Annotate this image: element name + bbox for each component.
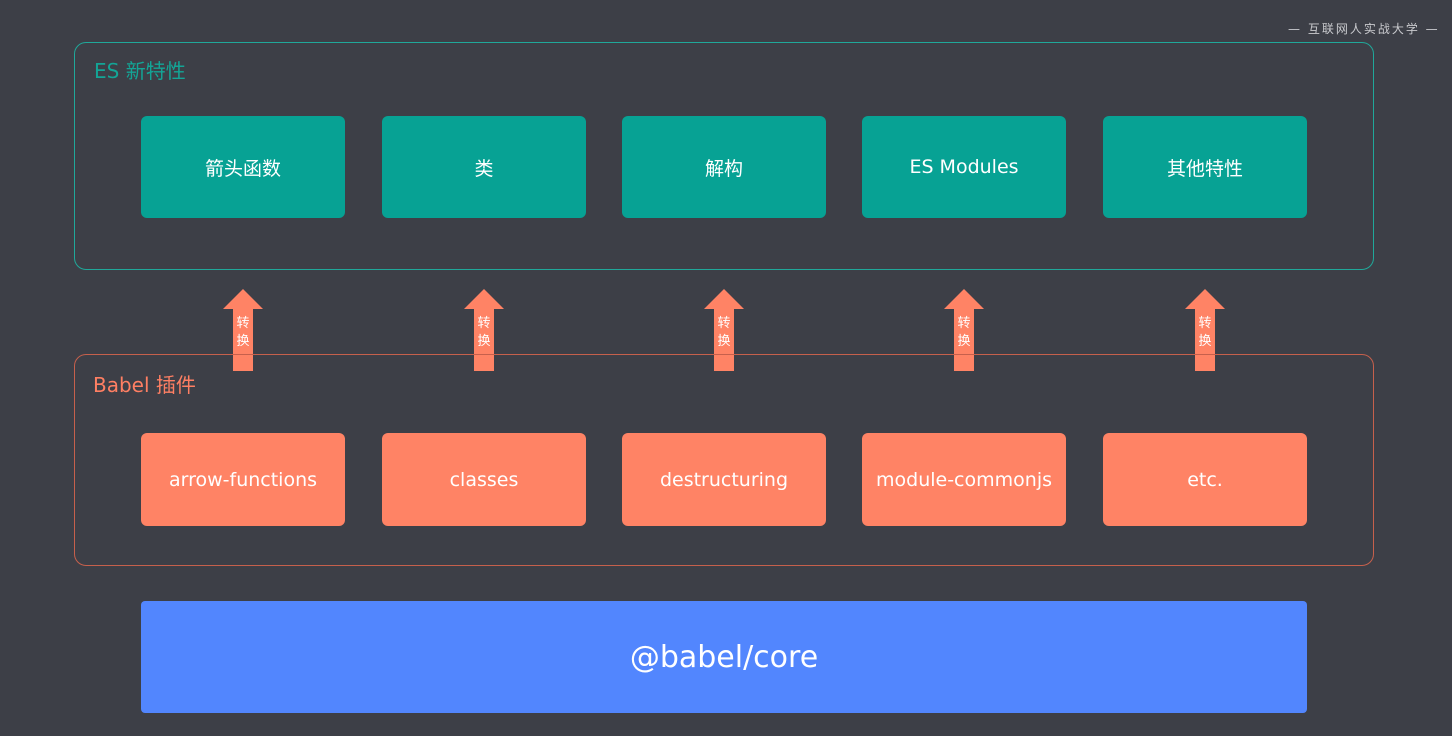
transform-label-line2: 换: [717, 334, 731, 349]
transform-label-line1: 转: [236, 316, 250, 331]
feature-others: 其他特性: [1103, 116, 1307, 218]
up-arrow-icon: [1185, 289, 1225, 371]
transform-label: 转 换: [464, 315, 504, 351]
plugin-etc: etc.: [1103, 433, 1307, 526]
transform-label: 转 换: [944, 315, 984, 351]
transform-arrow: 转 换: [944, 289, 984, 371]
up-arrow-icon: [464, 289, 504, 371]
transform-label: 转 换: [223, 315, 263, 351]
transform-arrow: 转 换: [704, 289, 744, 371]
plugin-classes: classes: [382, 433, 586, 526]
transform-label-line1: 转: [717, 316, 731, 331]
babel-core-box: @babel/core: [141, 601, 1307, 713]
feature-es-modules: ES Modules: [862, 116, 1066, 218]
brand-logo: [1288, 0, 1438, 10]
es-features-title: ES 新特性: [94, 59, 186, 83]
plugin-module-commonjs: module-commonjs: [862, 433, 1066, 526]
transform-label-line2: 换: [236, 334, 250, 349]
feature-arrow-functions: 箭头函数: [141, 116, 345, 218]
up-arrow-icon: [944, 289, 984, 371]
feature-destructuring: 解构: [622, 116, 826, 218]
feature-classes: 类: [382, 116, 586, 218]
brand-subtitle: — 互联网人实战大学 —: [1288, 22, 1440, 36]
transform-label: 转 换: [704, 315, 744, 351]
transform-arrow: 转 换: [464, 289, 504, 371]
transform-label-line2: 换: [957, 334, 971, 349]
babel-plugins-title: Babel 插件: [93, 373, 196, 397]
up-arrow-icon: [704, 289, 744, 371]
babel-plugins-group: [74, 354, 1374, 566]
transform-label-line1: 转: [477, 316, 491, 331]
transform-arrow: 转 换: [1185, 289, 1225, 371]
transform-label-line1: 转: [1198, 316, 1212, 331]
plugin-destructuring: destructuring: [622, 433, 826, 526]
transform-arrow: 转 换: [223, 289, 263, 371]
up-arrow-icon: [223, 289, 263, 371]
es-features-group: [74, 42, 1374, 270]
transform-label-line2: 换: [477, 334, 491, 349]
transform-label: 转 换: [1185, 315, 1225, 351]
transform-label-line2: 换: [1198, 334, 1212, 349]
transform-label-line1: 转: [957, 316, 971, 331]
plugin-arrow-functions: arrow-functions: [141, 433, 345, 526]
